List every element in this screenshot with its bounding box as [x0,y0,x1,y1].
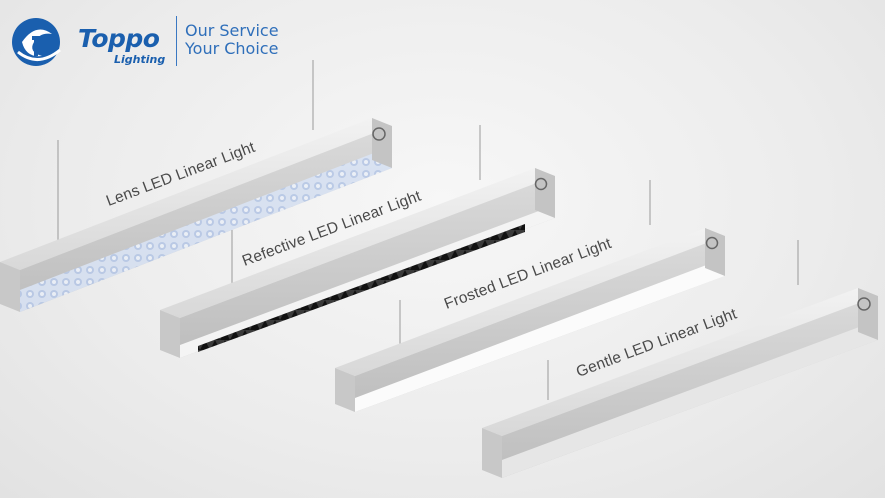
suspension-wires [57,60,799,400]
frosted-linear-light [335,228,725,412]
logo-divider [176,16,177,66]
refective-linear-light [160,168,555,358]
brand-logo[interactable]: Toppo Lighting Our Service Your Choice [8,12,288,72]
brand-name: Toppo [78,24,160,53]
brand-sub: Lighting [114,53,166,66]
toppo-logo-icon [12,18,61,66]
slogan-line-2: Your Choice [185,39,279,58]
slogan: Our Service Your Choice [185,22,279,58]
brand-wordmark: Toppo Lighting [78,24,165,67]
gentle-linear-light [482,288,878,478]
slogan-line-1: Our Service [185,21,279,40]
lens-linear-light [0,118,392,312]
